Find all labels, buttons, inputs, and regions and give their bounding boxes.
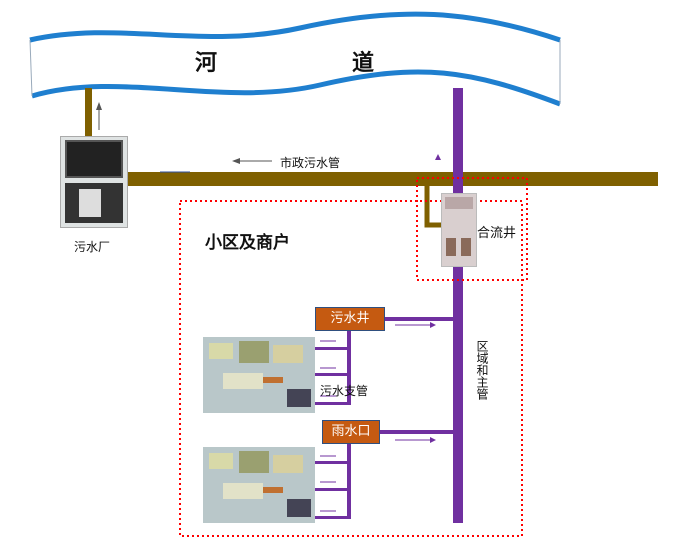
river-bottom	[31, 69, 561, 107]
river-label-right: 道	[352, 51, 375, 76]
community-building-image	[203, 447, 315, 523]
plant-label: 污水厂	[74, 240, 111, 254]
main-pipe	[453, 88, 463, 523]
combined-well-label: 合流井	[477, 226, 517, 241]
sewage-plant-image	[60, 136, 128, 228]
community-label: 小区及商户	[205, 233, 290, 253]
municipal-pipe-label: 市政污水管	[280, 156, 341, 170]
rain-inlet-box: 雨水口	[322, 420, 380, 444]
combined-well-boundary	[416, 177, 528, 281]
main-pipe-label: 区域和主管	[475, 340, 489, 400]
community-building-image	[203, 337, 315, 413]
river-top	[29, 11, 561, 43]
combined-well-image	[441, 193, 477, 267]
plant-outlet-pipe	[85, 88, 92, 138]
community-boundary	[179, 200, 523, 537]
branch-pipe-label: 污水支管	[320, 384, 369, 398]
river-label-left: 河	[195, 51, 218, 76]
sewage-well-box: 污水井	[315, 307, 385, 331]
municipal-sewer-pipe	[127, 172, 658, 186]
